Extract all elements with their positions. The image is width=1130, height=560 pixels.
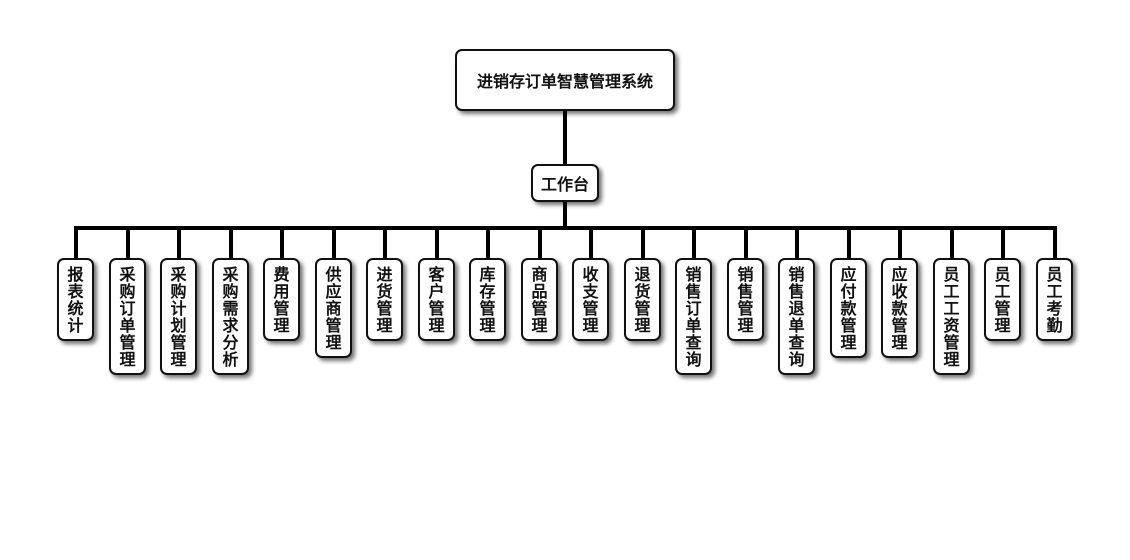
module-node-label: 商品管理 — [531, 265, 548, 335]
module-node: 收支管理 — [572, 258, 609, 341]
module-node: 商品管理 — [521, 258, 558, 341]
module-node-label: 采购需求分析 — [222, 265, 239, 369]
module-node: 采购订单管理 — [109, 258, 146, 375]
module-node: 应付款管理 — [830, 258, 867, 358]
module-node-label: 销售退单查询 — [788, 265, 805, 369]
module-node-label: 采购计划管理 — [170, 265, 187, 369]
module-node-label: 员工考勤 — [1046, 265, 1063, 335]
module-node-label: 报表统计 — [67, 265, 84, 335]
connector-workbench-to-bus — [563, 202, 567, 228]
connector-drop — [898, 230, 902, 258]
connector-drop — [486, 230, 490, 258]
connector-drop — [795, 230, 799, 258]
workbench-node: 工作台 — [531, 164, 599, 202]
module-node-label: 员工管理 — [994, 265, 1011, 335]
connector-bus — [74, 226, 1057, 230]
module-node: 员工考勤 — [1036, 258, 1073, 341]
workbench-node-label: 工作台 — [540, 175, 589, 194]
module-node-label: 应付款管理 — [840, 265, 857, 352]
connector-drop — [692, 230, 696, 258]
connector-drop — [744, 230, 748, 258]
connector-drop — [538, 230, 542, 258]
module-node: 退货管理 — [624, 258, 661, 341]
connector-drop — [280, 230, 284, 258]
module-node-label: 客户管理 — [428, 265, 445, 335]
module-node-label: 供应商管理 — [325, 265, 342, 352]
module-node: 采购需求分析 — [212, 258, 249, 375]
connector-drop — [589, 230, 593, 258]
module-node: 库存管理 — [469, 258, 506, 341]
module-node: 进货管理 — [366, 258, 403, 341]
connector-drop — [74, 230, 78, 258]
connector-drop — [229, 230, 233, 258]
module-node: 应收款管理 — [881, 258, 918, 358]
connector-root-to-workbench — [563, 111, 567, 164]
module-node: 员工管理 — [984, 258, 1021, 341]
module-node-label: 收支管理 — [582, 265, 599, 335]
connector-drop — [177, 230, 181, 258]
module-node: 销售管理 — [727, 258, 764, 341]
module-node: 采购计划管理 — [160, 258, 197, 375]
module-node-label: 应收款管理 — [891, 265, 908, 352]
connector-drop — [847, 230, 851, 258]
root-node-label: 进销存订单智慧管理系统 — [476, 72, 653, 91]
connector-drop — [332, 230, 336, 258]
module-node: 供应商管理 — [315, 258, 352, 358]
module-node: 报表统计 — [57, 258, 94, 341]
module-node-label: 销售订单查询 — [685, 265, 702, 369]
connector-drop — [383, 230, 387, 258]
connector-drop — [435, 230, 439, 258]
module-node-label: 员工工资管理 — [943, 265, 960, 369]
connector-drop — [1053, 230, 1057, 258]
connector-drop — [950, 230, 954, 258]
module-node: 销售订单查询 — [675, 258, 712, 375]
root-node: 进销存订单智慧管理系统 — [455, 49, 675, 111]
module-node: 客户管理 — [418, 258, 455, 341]
module-node-label: 退货管理 — [634, 265, 651, 335]
connector-drop — [641, 230, 645, 258]
module-node-label: 采购订单管理 — [119, 265, 136, 369]
module-node-label: 进货管理 — [376, 265, 393, 335]
module-node-label: 费用管理 — [273, 265, 290, 335]
connector-drop — [126, 230, 130, 258]
module-node: 销售退单查询 — [778, 258, 815, 375]
module-node: 费用管理 — [263, 258, 300, 341]
module-node-label: 销售管理 — [737, 265, 754, 335]
connector-drop — [1001, 230, 1005, 258]
module-node: 员工工资管理 — [933, 258, 970, 375]
module-node-label: 库存管理 — [479, 265, 496, 335]
